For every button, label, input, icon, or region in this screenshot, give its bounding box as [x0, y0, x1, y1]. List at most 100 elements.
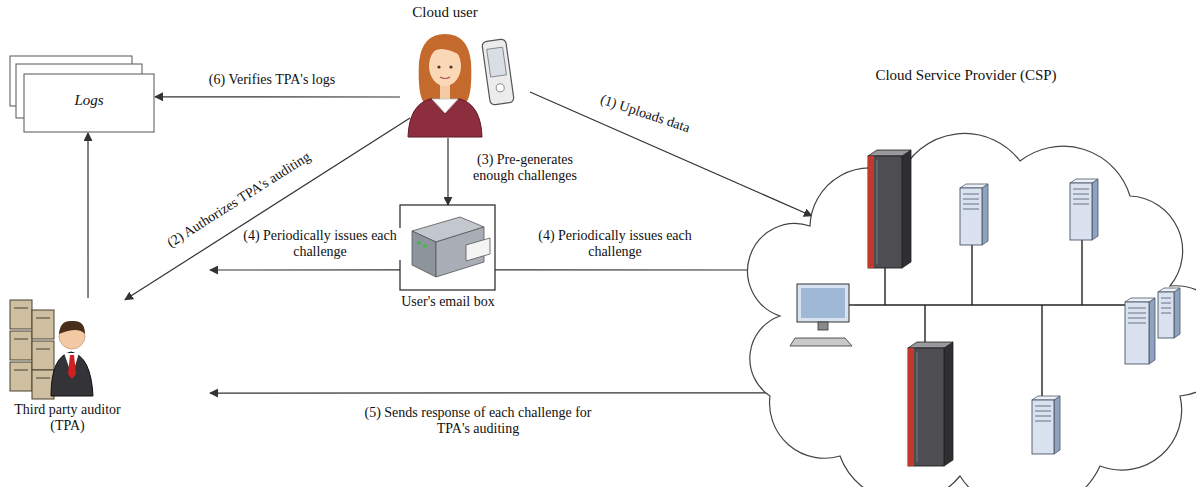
tower-slot: [1161, 298, 1171, 299]
node-label: User's email box: [392, 294, 504, 310]
log-page: [24, 74, 154, 132]
server-highlight: [877, 160, 878, 264]
connector-arrow: [155, 96, 400, 97]
connector-arrow: [447, 138, 448, 205]
tower-slot: [963, 204, 979, 205]
phone-icon: [482, 39, 515, 106]
network-wire: [855, 304, 1125, 305]
edge-label: (4) Periodically issues each challenge: [238, 228, 402, 260]
node-label: Logs: [24, 92, 154, 109]
tower-slot: [1128, 318, 1146, 319]
tower-slot: [1073, 204, 1089, 205]
tower-slot: [1128, 323, 1146, 324]
tower-slot: [1035, 416, 1051, 417]
tie: [68, 355, 76, 379]
server-front: [868, 156, 902, 268]
server-slot: [36, 378, 50, 379]
tower-side: [982, 184, 988, 245]
phone-button: [496, 83, 505, 92]
server-unit: [10, 300, 32, 329]
edge-label: (5) Sends response of each challenge for…: [357, 405, 599, 437]
server-slot: [14, 370, 28, 371]
server-unit: [10, 362, 32, 391]
server-stripe: [868, 156, 874, 268]
server-top: [908, 342, 953, 348]
tower-slot: [1128, 313, 1146, 314]
monitor-stand: [818, 322, 828, 330]
server-side: [902, 150, 911, 268]
device-front: [412, 231, 436, 277]
node-label: Third party auditor (TPA): [5, 402, 130, 434]
server-slot: [14, 308, 28, 309]
monitor-screen: [797, 284, 849, 322]
woman-icon: [408, 34, 482, 137]
tower-top: [1070, 179, 1098, 183]
body: [408, 99, 482, 137]
eye: [449, 65, 452, 68]
edge-label: (1) Uploads data: [596, 91, 693, 137]
tower-top: [1032, 396, 1060, 400]
network-wire: [884, 268, 885, 305]
tower-slot: [1161, 303, 1171, 304]
mouth: [440, 77, 450, 79]
edge-label-holder: (6) Verifies TPA's logs: [207, 72, 337, 88]
tower-front: [1158, 292, 1174, 338]
server-stack-icon: [10, 300, 54, 399]
edge-label-holder: (5) Sends response of each challenge for…: [357, 405, 599, 437]
cloud-machines: [790, 150, 1180, 466]
tower-slot: [963, 209, 979, 210]
auditor-figure: Third party auditor (TPA): [5, 258, 210, 440]
connector-arrow: [125, 118, 410, 300]
tower-slot: [963, 194, 979, 195]
server-unit: [32, 310, 54, 339]
connector-arrow: [210, 269, 400, 270]
tower-side: [1174, 288, 1180, 338]
phone-body: [482, 39, 515, 106]
suit: [51, 352, 93, 396]
tower-front: [960, 188, 982, 245]
log-stack: Logs: [10, 56, 155, 133]
tower-top: [1125, 298, 1155, 302]
server-stripe: [908, 348, 914, 466]
edge-label-holder: (4) Periodically issues each challenge: [533, 228, 697, 260]
edge-label: (6) Verifies TPA's logs: [207, 72, 337, 88]
connector-arrow: [210, 392, 772, 393]
tower-side: [1092, 179, 1098, 240]
tower-slot: [1073, 194, 1089, 195]
connector-arrow: [87, 133, 88, 298]
server-top: [868, 150, 911, 156]
email-frame: [400, 205, 495, 290]
tower-top: [1158, 288, 1180, 292]
tower-front: [1032, 400, 1054, 454]
edge-label-holder: (4) Periodically issues each challenge: [238, 228, 402, 260]
cloud-region: Cloud Service Provider (CSP): [740, 66, 1192, 484]
collar: [432, 99, 458, 113]
tower-slot: [1161, 308, 1171, 309]
monitor-glass: [801, 288, 845, 318]
network-wire: [1081, 240, 1082, 305]
tower-front: [1125, 302, 1149, 364]
tower-slot: [1073, 199, 1089, 200]
server-slot: [14, 339, 28, 340]
tower-slot: [1035, 411, 1051, 412]
server-front: [908, 348, 944, 466]
server-unit: [32, 341, 54, 370]
device-led: [417, 241, 421, 245]
device-led: [423, 244, 427, 248]
monitor-cable: [849, 304, 855, 305]
node-illustration: [740, 66, 1192, 484]
tower-side: [1054, 396, 1060, 454]
neck: [440, 84, 450, 100]
edge-label: (4) Periodically issues each challenge: [533, 228, 697, 260]
device-card: [466, 238, 490, 261]
network-wire: [924, 305, 925, 342]
tower-side: [1149, 298, 1155, 364]
man-icon: [51, 321, 93, 396]
server-side: [944, 342, 953, 466]
edge-label: (3) Pre-generates enough challenges: [458, 152, 592, 184]
server-highlight: [917, 352, 918, 462]
eye: [437, 65, 440, 68]
connector-arrow: [495, 269, 775, 270]
network-wire: [971, 245, 972, 305]
hair-back: [419, 34, 472, 105]
